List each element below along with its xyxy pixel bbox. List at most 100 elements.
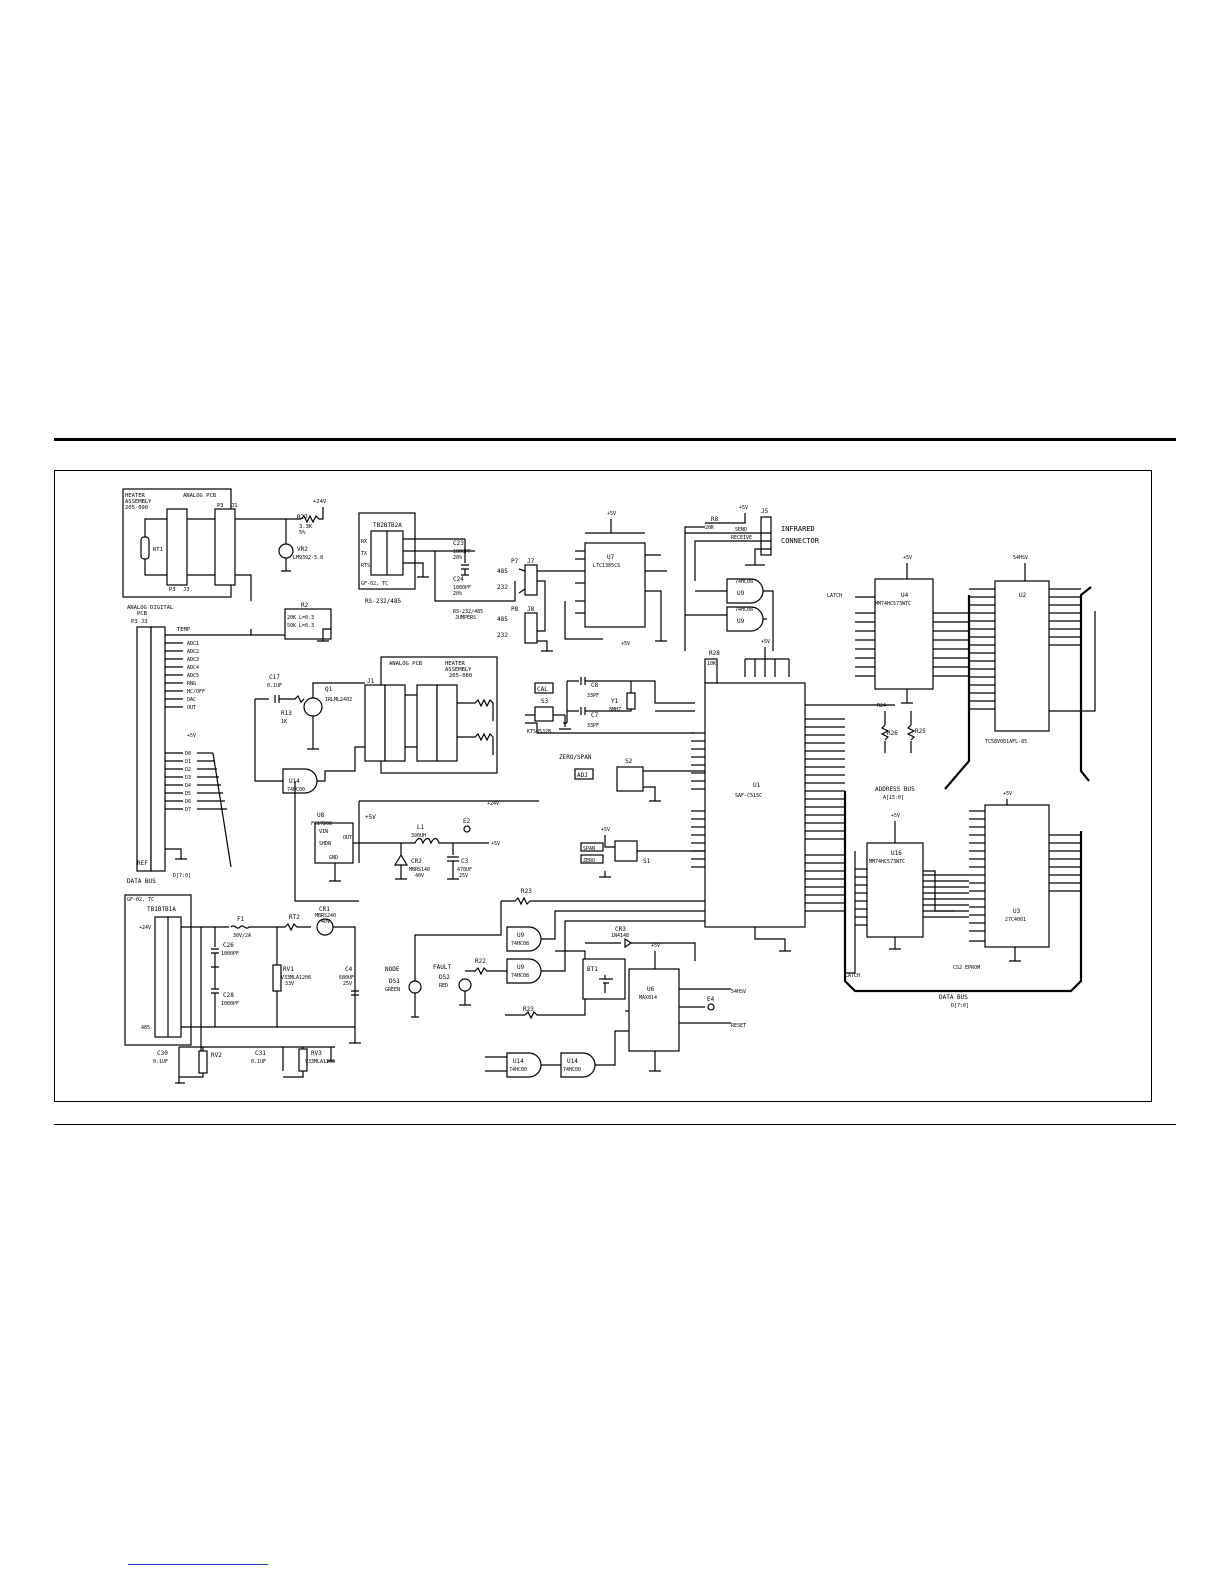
u3-part: 27C4001 [1005,917,1026,923]
tb1-plus24: +24V [139,925,151,931]
u8-in: VIN [319,829,328,835]
heater-assembly-label-2: ASSEMBLY [125,499,152,505]
infrared-group: +5V R8 20K SEND RECEIVE J5 INFRARED CONN… [684,505,820,651]
p7-485: 485 [497,568,508,575]
u2-part: TC58V001AFL-85 [985,739,1027,745]
cr3-label: CR3 [615,926,626,933]
c8-label: C8 [591,682,599,689]
heater2-label-3: 205-080 [449,673,472,679]
u7-label: U7 [607,554,615,561]
r27-value: 3.3K [299,524,313,530]
u9-top-gates: 74HC08 U9 74HC08 U9 [685,578,774,651]
tb1-group: GF-02, TC TB1BTB1A +24V 485 F1 30V/2A RT… [124,894,361,1071]
u3-pins [969,810,1081,932]
u9-lower-part: 74HC08 [511,941,529,947]
s3-part: KTS05J2B [527,729,551,735]
zero-span-label: ZERO/SPAN [559,754,592,761]
f1-val: 30V/2A [233,933,251,939]
c7-val: 33PF [587,723,599,729]
rs232-485-label: RS-232/485 [365,598,402,605]
adc-line-label: HC/OFF [187,689,205,695]
c31-label: C31 [255,1050,266,1057]
ds1-label: DS1 [389,978,400,985]
heater-assembly-label: HEATER [125,493,146,499]
c26-val: 1000PF [221,951,239,957]
analog-pcb-top-label: ANALOG PCB [183,493,217,499]
u7-group: +5V U7 LTC1385CS +5V [564,511,667,647]
adc-line-label: DAC [187,697,196,703]
c3-v: 25V [459,873,468,879]
u9-part-b: 74HC08 [735,607,753,613]
p3j3-label: P3 J3 [131,619,148,625]
e2-label: E2 [463,818,471,825]
c31-val: 0.1UF [251,1059,266,1065]
r24-label: R24 [877,703,886,709]
u2-label: U2 [1019,592,1027,599]
l1-val: 390UH [411,833,426,839]
plus5-mid: +5V [491,841,500,847]
span-label: SPAN [583,846,595,852]
u2-pins [969,588,1081,710]
analog-digital-pcb-label: ANALOG DIGITAL [127,605,174,611]
u7-plus5v-2: +5V [621,641,630,647]
r26-label: R26 [887,730,898,737]
u6-vshdn: 54HSV [731,989,746,995]
y1-label: Y1 [611,698,619,705]
rv1-label: RV1 [283,966,294,973]
p7-label: P7 [511,558,519,565]
bottom-surge-group: C30 0.1UF RV2 C31 0.1UF RV3 V33MLA1206 [153,1046,335,1084]
heater2-label-2: ASSEMBLY [445,667,472,673]
adc-line-label: ADC4 [187,665,199,671]
u1-part: SAF-C515C [735,793,762,799]
cr1-label: CR1 [319,906,330,913]
bottom-rule [54,1124,1176,1125]
rv3-part: V33MLA1206 [305,1059,335,1065]
footer-link-underline[interactable] [128,1564,268,1565]
p3-label-b: P3 [217,503,224,509]
infrared-label: INFRARED [781,525,815,533]
d-line-label: D1 [185,759,191,765]
gf-tc-label: GF-02, TC [127,897,154,903]
r25-label: R25 [915,728,926,735]
led-group: NODE DS1 GREEN FAULT DS2 RED R23 U9 74HC… [385,888,705,1020]
data-bus-wire [212,752,232,868]
u7-plus5v: +5V [607,511,616,517]
bt1-label: BT1 [587,966,598,973]
adc-line-label: ADC2 [187,649,199,655]
plus5v-label: +5V [187,733,196,739]
r23-label: R23 [521,888,532,895]
cr2-val: 40V [415,873,424,879]
c28-val: 1000PF [221,1001,239,1007]
u4-part: MM74HC573WTC [875,601,911,607]
plus24-top: +24V [313,499,327,505]
l1-label: L1 [417,824,425,831]
c8-val: 33PF [587,693,599,699]
heater2-label: HEATER [445,661,466,667]
r24-r26-r25: R24 R26 R25 ADDRESS BUS A[15:0] [805,703,926,801]
u16-label: U16 [891,850,902,857]
tb2-group: TB2BTB2A RX TX RTS GF-02, TC RS-232/485 [358,512,475,605]
j7-label: J7 [527,558,535,565]
zero-label: ZERO [583,858,595,864]
u14-part: 74HC00 [287,787,305,793]
r23b-label: R23 [523,1006,534,1013]
jumpers-label: RS-232/485 [453,609,483,615]
c17-label: C17 [269,674,280,681]
y1-val: 8MHZ [609,707,621,713]
tb2-ref: GF-02, TC [361,581,388,587]
u6-plus5v: +5V [651,943,660,949]
cr2-label: CR2 [411,858,422,865]
r8-plus5v: +5V [739,505,748,511]
u8-shdn: SHDN [319,841,331,847]
u4-pins [855,612,969,677]
adc-line-label: RNG [187,681,196,687]
d-line-label: D2 [185,767,191,773]
u8-gnd: GND [329,855,338,861]
heater-assembly-block: HEATER ASSEMBLY 205-090 ANALOG PCB RT1 P… [122,488,301,601]
r8-val: 20K [705,525,714,531]
u14-bottom-gates: U14 74HC00 U14 74HC00 [485,1030,629,1078]
c23-label: C23 [453,540,464,547]
d-line-label: D5 [185,791,191,797]
q1-label: Q1 [325,686,333,693]
u4-group: +5V U4 MM74HC573WTC LATCH [827,555,969,704]
